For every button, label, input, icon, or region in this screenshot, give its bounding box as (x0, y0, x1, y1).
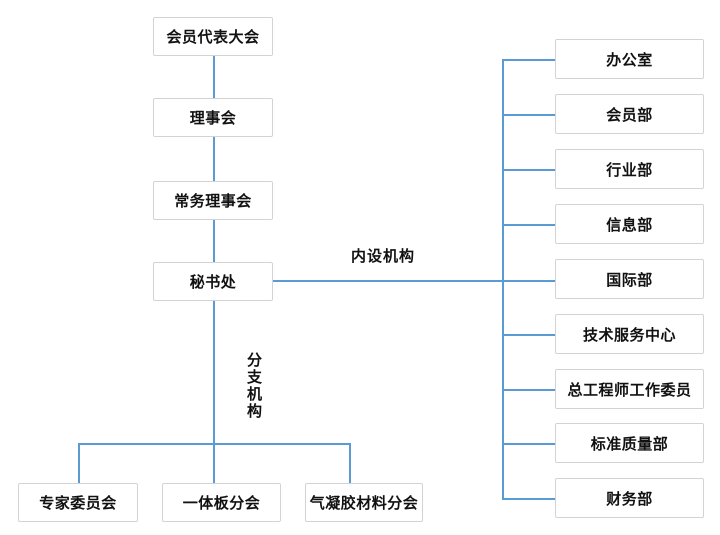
internal-orgs-label: 内设机构 (351, 248, 416, 265)
connector-line (213, 301, 215, 483)
org-node-tech-service-center: 技术服务中心 (555, 314, 704, 354)
connector-line (502, 224, 555, 226)
connector-line (502, 389, 555, 391)
org-node-standing-council: 常务理事会 (153, 181, 273, 220)
org-node-expert-committee: 专家委员会 (18, 483, 138, 522)
connector-line (213, 220, 215, 262)
connector-line (502, 114, 555, 116)
org-node-information-dept: 信息部 (555, 204, 704, 244)
org-node-integrated-panel-branch: 一体板分会 (162, 483, 281, 522)
org-node-aerogel-branch: 气凝胶材料分会 (305, 483, 423, 522)
org-node-international-dept: 国际部 (555, 259, 704, 299)
org-node-council: 理事会 (153, 98, 273, 137)
org-node-secretariat: 秘书处 (153, 262, 273, 301)
connector-line (502, 59, 555, 61)
connector-line (78, 443, 80, 483)
connector-line (213, 56, 215, 98)
org-node-office: 办公室 (555, 39, 704, 79)
org-node-finance-dept: 财务部 (555, 478, 704, 518)
connector-line (502, 498, 555, 500)
org-node-industry-dept: 行业部 (555, 149, 704, 189)
branch-orgs-label: 分支机构 (245, 352, 262, 420)
connector-line (502, 169, 555, 171)
org-node-member-assembly: 会员代表大会 (153, 17, 273, 56)
connector-line (502, 59, 504, 498)
org-node-chief-engineer-committee: 总工程师工作委员 (555, 369, 704, 409)
connector-line (502, 443, 555, 445)
org-node-standards-quality-dept: 标准质量部 (555, 423, 704, 463)
connector-line (213, 137, 215, 181)
connector-line (78, 443, 350, 445)
org-node-membership-dept: 会员部 (555, 94, 704, 134)
connector-line (502, 334, 555, 336)
connector-line (349, 443, 351, 483)
connector-line (273, 280, 555, 282)
